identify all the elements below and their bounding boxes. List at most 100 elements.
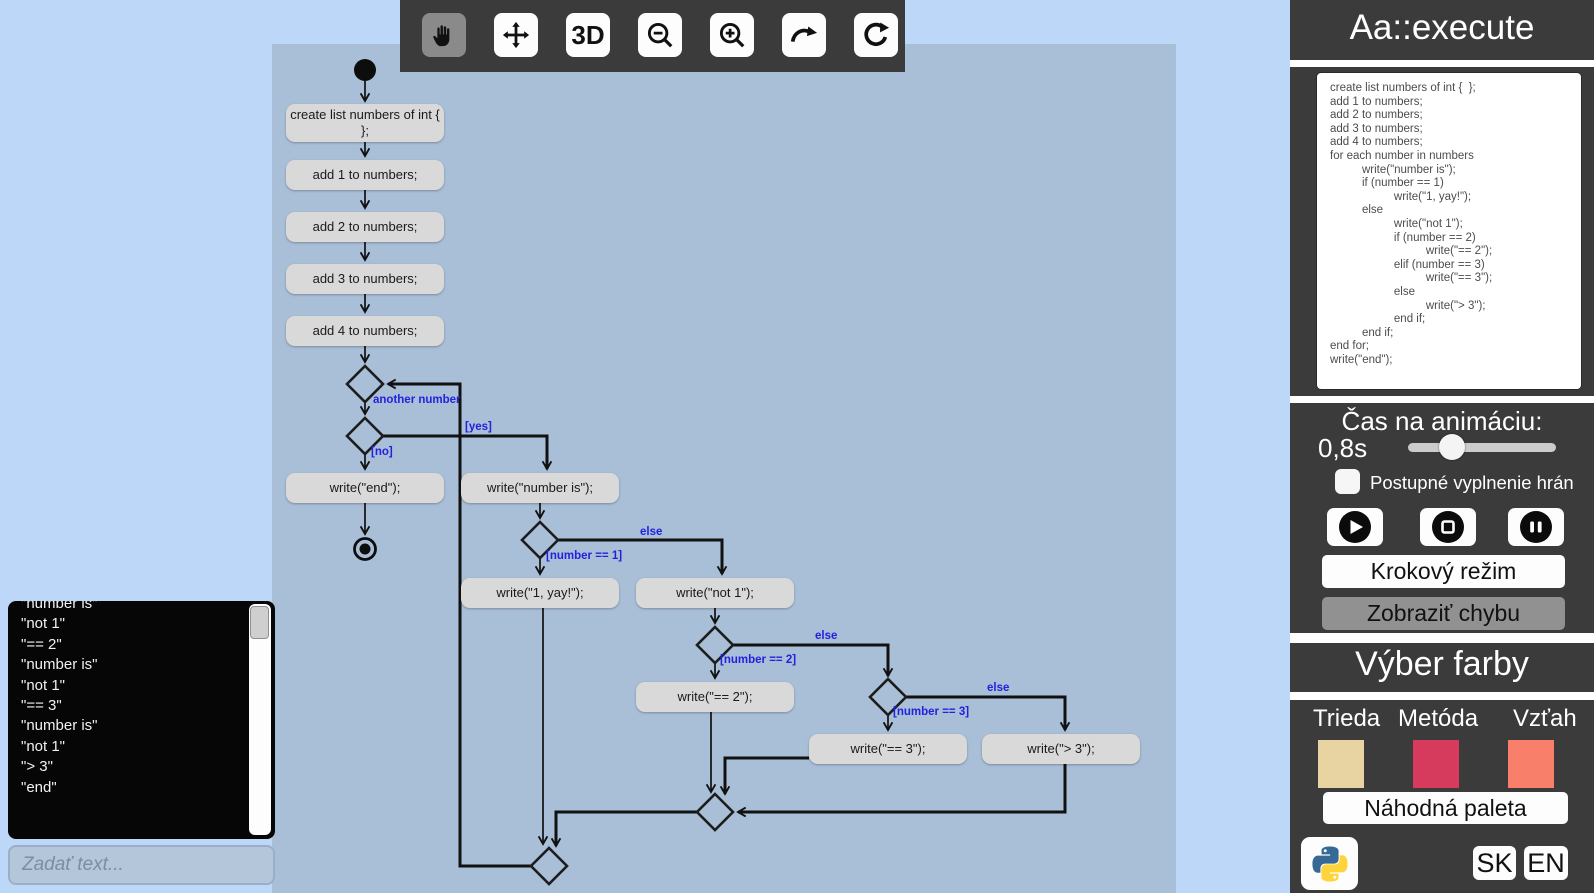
code-line: else [1330,285,1416,298]
slider-thumb[interactable] [1439,434,1465,460]
hand-icon [433,25,450,47]
class-color-label: Trieda [1313,705,1381,732]
code-line: write("== 2"); [1330,245,1493,258]
color-picker-title: Výber farby [1355,645,1529,683]
stop-button[interactable] [1420,508,1476,546]
relation-color-swatch[interactable] [1508,740,1554,788]
code-line: write("== 3"); [1330,272,1493,285]
panel-header: Aa::execute [1290,0,1594,60]
console-line: "number is" [21,601,98,612]
code-line: for each number in numbers [1330,149,1474,162]
class-color-swatch[interactable] [1318,740,1364,788]
flow-node-write-number-is: write("number is"); [461,473,619,503]
flow-node-create: create list numbers of int { }; [286,104,444,142]
flow-edges [359,81,894,846]
text-input[interactable] [8,845,275,885]
3d-view-button[interactable]: 3D [566,13,610,57]
edge-fill-checkbox[interactable] [1335,469,1360,494]
console-line: "> 3" [21,758,53,776]
flow-node-write-eq2: write("== 2"); [636,682,794,712]
move-tool-button[interactable] [494,13,538,57]
edge-label-loop: another number [373,394,461,406]
pan-tool-button[interactable] [422,13,466,57]
play-button[interactable] [1327,508,1383,546]
flow-node-write-eq3: write("== 3"); [809,734,967,764]
code-line: create list numbers of int { }; [1330,82,1476,94]
code-line: else [1330,204,1384,217]
console-line: "== 3" [21,697,62,715]
pause-icon [1520,511,1552,543]
animation-speed-slider[interactable] [1408,443,1556,452]
language-en-button[interactable]: EN [1524,846,1568,880]
panel-title: Aa::execute [1349,8,1535,47]
flow-node-write-yay: write("1, yay!"); [461,578,619,608]
code-section: create list numbers of int { }; add 1 to… [1290,67,1594,396]
zoom-out-icon [647,22,673,48]
animation-time-value: 0,8s [1318,433,1368,463]
edge-label-else-3: else [987,682,1010,694]
show-error-button[interactable]: Zobraziť chybu [1322,597,1565,630]
code-line: add 4 to numbers; [1330,136,1423,149]
flow-node-write-not1: write("not 1"); [636,578,794,608]
edge-fill-checkbox-label: Postupné vyplnenie hrán [1370,472,1574,493]
flow-node-add3: add 3 to numbers; [286,264,444,294]
console-output: "number is" "not 1" "== 2" "number is" "… [8,601,275,839]
stop-icon [1432,511,1464,543]
code-line: write("end"); [1330,353,1393,366]
console-line: "not 1" [21,676,66,694]
code-box[interactable]: create list numbers of int { }; add 1 to… [1316,72,1582,390]
edge-label-number-eq-2: [number == 2] [720,654,797,666]
edge-label-yes: [yes] [465,421,492,433]
refresh-icon [864,22,890,47]
console-scrollbar[interactable] [249,604,271,835]
flow-node-add4: add 4 to numbers; [286,316,444,346]
console-line: "number is" [21,656,98,674]
edge-label-number-eq-1: [number == 1] [546,550,623,562]
code-line: if (number == 1) [1330,177,1444,190]
code-line: write("not 1"); [1330,217,1463,230]
refresh-button[interactable] [854,13,898,57]
code-line: write("1, yay!"); [1330,190,1472,203]
console-scrollbar-thumb[interactable] [250,606,269,639]
zoom-in-icon [719,22,745,48]
code-line: write("> 3"); [1330,299,1486,312]
code-line: add 1 to numbers; [1330,95,1423,108]
method-color-swatch[interactable] [1413,740,1459,788]
code-line: if (number == 2) [1330,231,1476,244]
random-palette-button[interactable]: Náhodná paleta [1323,792,1568,824]
flow-node-write-gt3: write("> 3"); [982,734,1140,764]
console-line: "end" [21,778,57,796]
flow-node-add2: add 2 to numbers; [286,212,444,242]
start-node [354,59,376,81]
relation-color-label: Vzťah [1513,705,1577,732]
flow-node-write-end: write("end"); [286,473,444,503]
flowchart-svg [345,59,1071,886]
method-color-label: Metóda [1398,705,1479,732]
console-line: "== 2" [21,635,62,653]
console-line: "not 1" [21,615,66,633]
code-line: add 3 to numbers; [1330,122,1423,135]
move-icon [502,21,530,49]
color-picker-header: Výber farby [1290,643,1594,692]
animation-controls-section: Čas na animáciu: 0,8s Postupné vyplnenie… [1290,403,1594,633]
python-button[interactable] [1301,837,1358,890]
decision-diamonds [345,364,908,886]
zoom-in-button[interactable] [710,13,754,57]
flow-node-add1: add 1 to numbers; [286,160,444,190]
final-node [353,537,377,561]
flow-branch-edges [383,378,1071,868]
step-mode-button[interactable]: Krokový režim [1322,555,1565,588]
edge-label-else-1: else [640,526,663,538]
toolbar: 3D [400,0,905,72]
python-logo-icon [1311,846,1348,881]
side-panel: Aa::execute create list numbers of int {… [1290,0,1594,893]
redo-button[interactable] [782,13,826,57]
edge-label-number-eq-3: [number == 3] [893,706,970,718]
console-line: "not 1" [21,737,66,755]
console-lines: "number is" "not 1" "== 2" "number is" "… [21,601,245,798]
language-sk-button[interactable]: SK [1473,846,1516,880]
zoom-out-button[interactable] [638,13,682,57]
edge-label-else-2: else [815,630,838,642]
pause-button[interactable] [1508,508,1564,546]
